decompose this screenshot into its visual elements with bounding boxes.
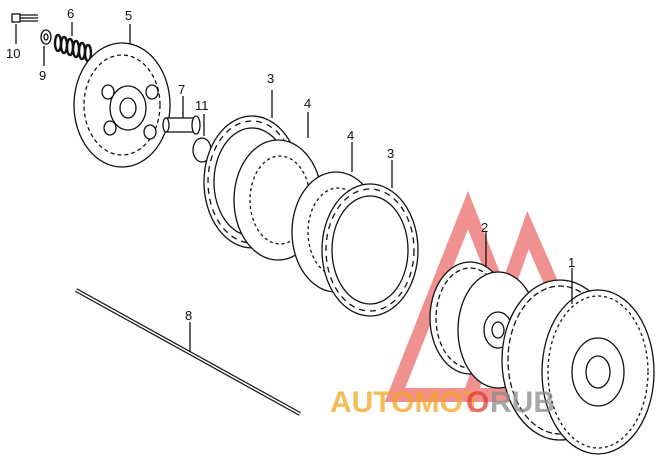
- friction-disc-3b: [321, 183, 419, 317]
- clutch-housing-1: [501, 279, 655, 455]
- callout-8: 8: [185, 308, 192, 323]
- callout-11: 11: [195, 98, 209, 113]
- lifter-piece-7: [162, 115, 201, 135]
- callout-5: 5: [125, 8, 132, 23]
- watermark-part3: RUB: [490, 386, 555, 419]
- pushrod-8: [75, 288, 301, 416]
- washer-9: [40, 29, 52, 45]
- watermark-part2: O: [466, 386, 489, 419]
- callout-3b: 3: [387, 146, 394, 161]
- callout-6: 6: [67, 6, 74, 21]
- spring-6: [53, 33, 93, 63]
- callout-4a: 4: [304, 96, 311, 111]
- callout-7: 7: [178, 82, 185, 97]
- pressure-plate-5: [73, 42, 171, 168]
- watermark-text: AUTOMOT O RUB: [330, 386, 555, 419]
- callout-4b: 4: [347, 128, 354, 143]
- callout-9: 9: [39, 68, 46, 83]
- callout-2: 2: [481, 220, 488, 235]
- watermark-part1: AUTOMOT: [330, 386, 481, 419]
- callout-1: 1: [568, 255, 575, 270]
- bolt-10: [11, 13, 38, 23]
- callout-3a: 3: [267, 71, 274, 86]
- callout-10: 10: [6, 46, 20, 61]
